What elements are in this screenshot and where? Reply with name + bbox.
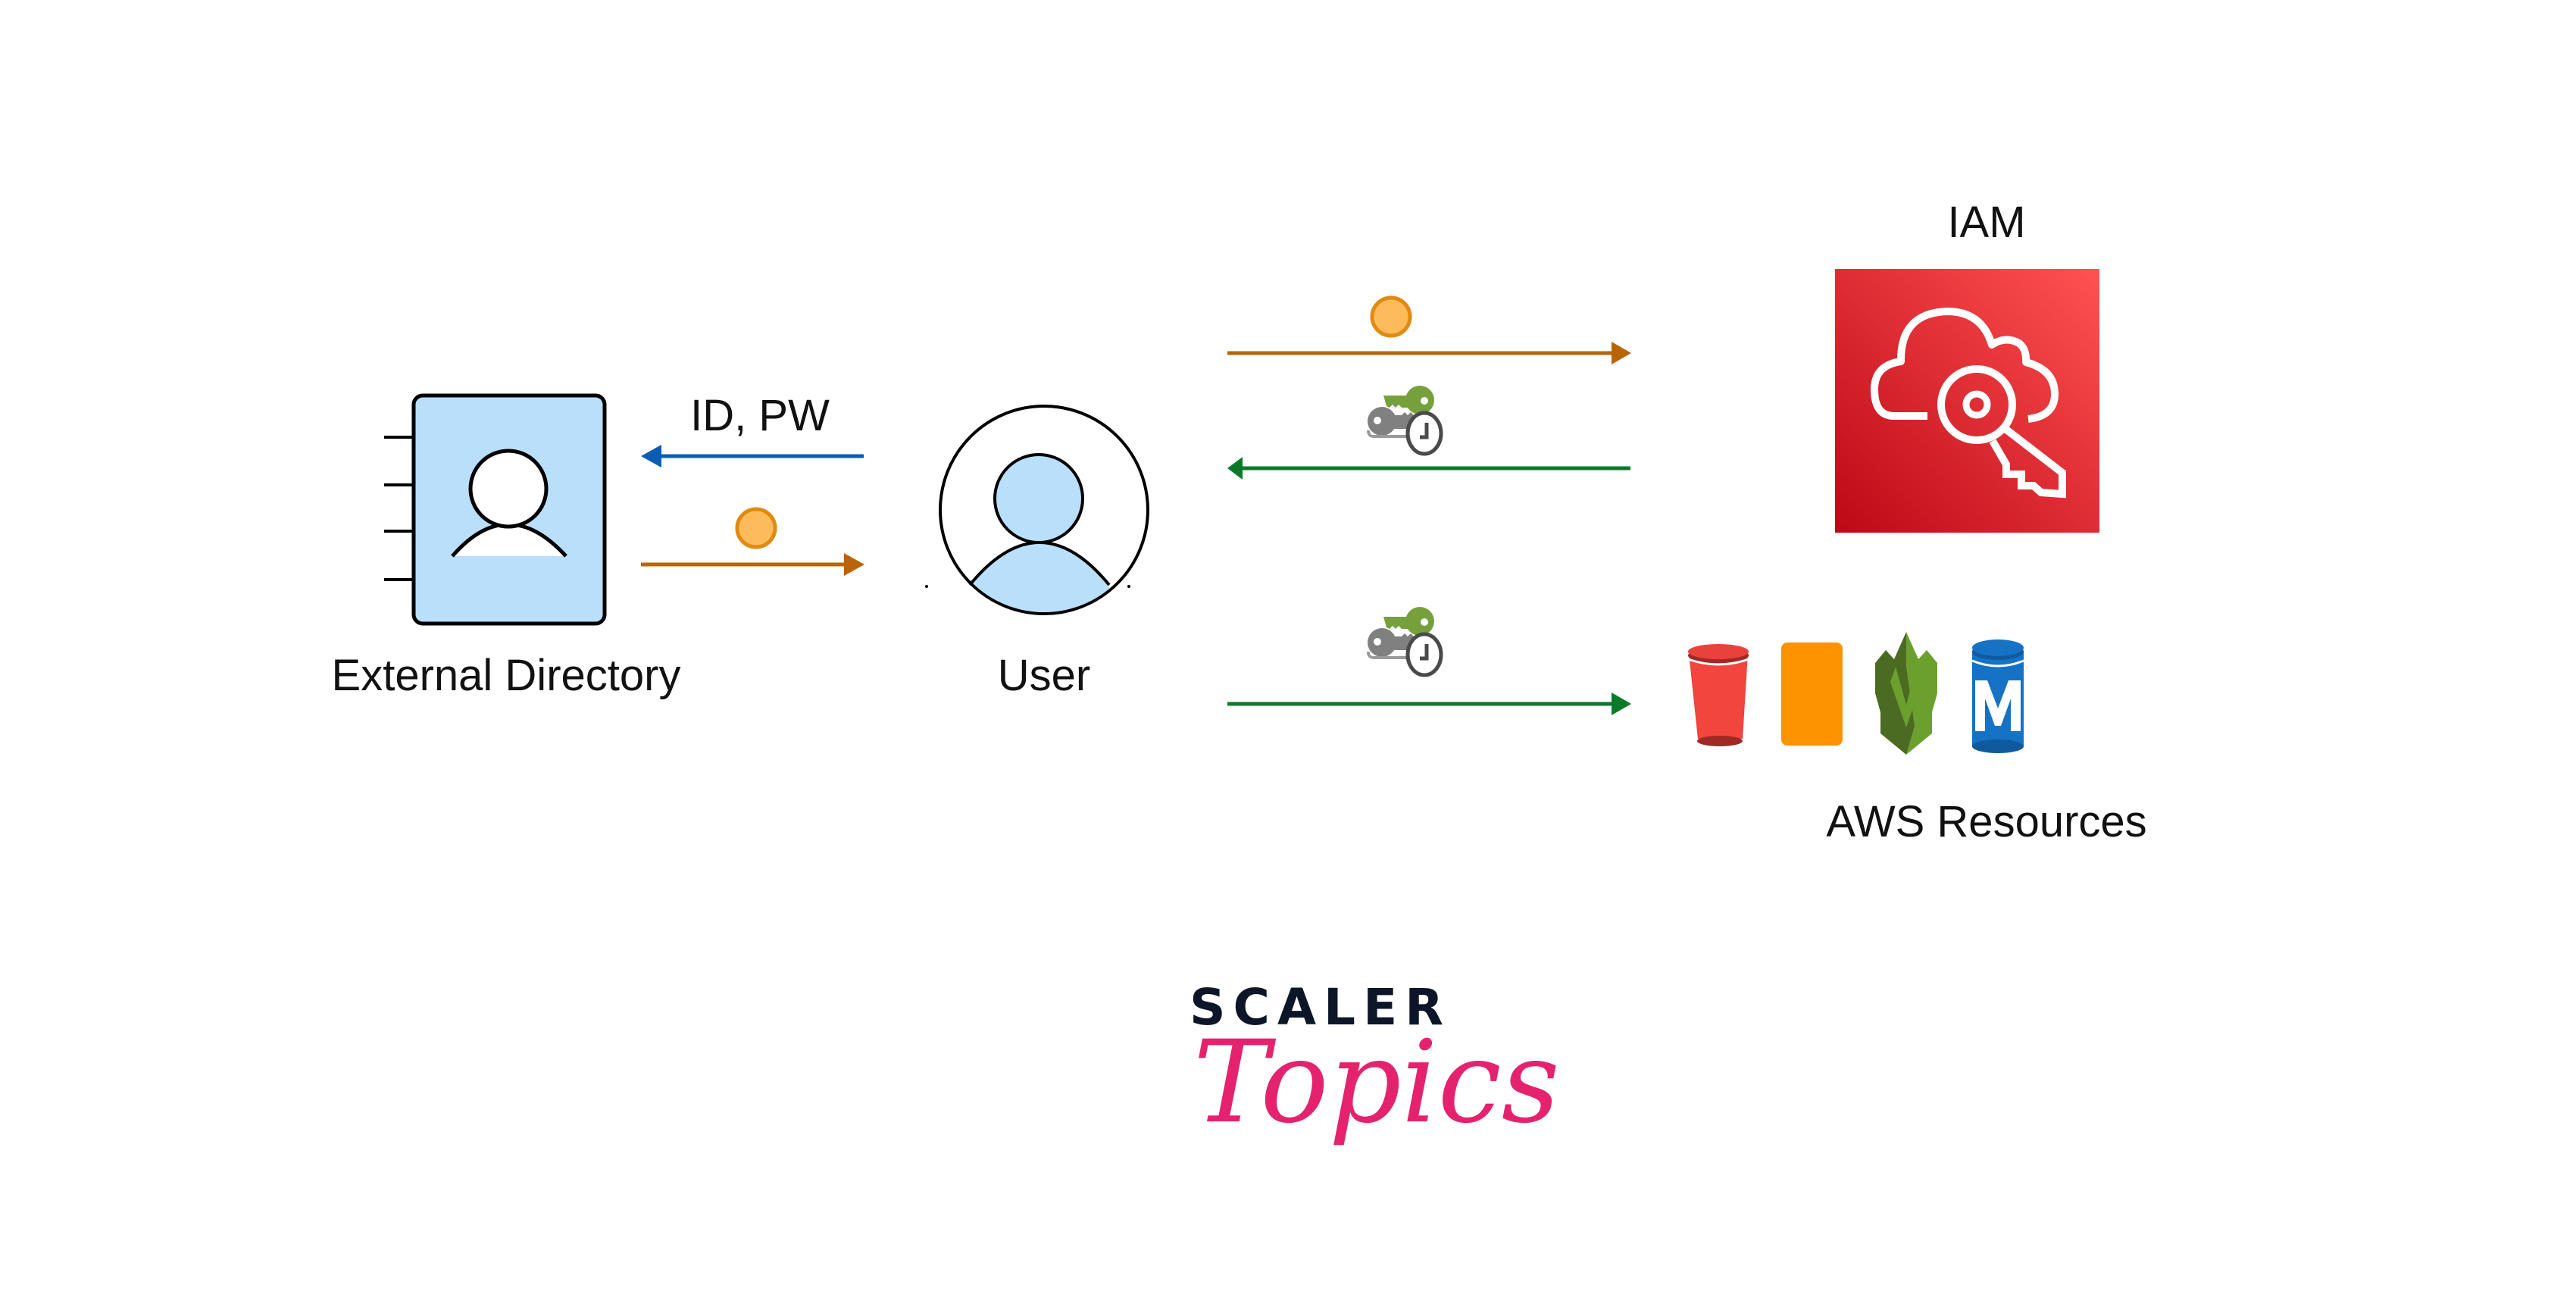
- edge-user-to-iam: [1227, 295, 1631, 364]
- s3-bucket-icon: [1687, 644, 1749, 746]
- arrowhead-left-icon: [641, 445, 661, 467]
- iam-node[interactable]: IAM: [1835, 198, 2099, 533]
- arrowhead-left-icon: [1227, 457, 1243, 480]
- saml-token-icon: [1370, 295, 1412, 338]
- scaler-topics-logo: SCALER Topics: [1190, 978, 1560, 1149]
- saml-token-icon: [735, 507, 777, 549]
- iam-cloud-key-icon: [1835, 269, 2099, 533]
- edge-directory-to-user: [641, 507, 864, 576]
- user-label: User: [998, 651, 1090, 700]
- aws-resources-label: AWS Resources: [1826, 797, 2146, 846]
- arrowhead-right-icon: [1612, 693, 1631, 715]
- directory-book-icon: [384, 393, 607, 626]
- aws-resources-node[interactable]: AWS Resources: [1687, 632, 2147, 846]
- user-node[interactable]: User: [925, 405, 1149, 700]
- logo-scaler-text: SCALER: [1190, 978, 1451, 1037]
- external-directory-node[interactable]: External Directory: [332, 393, 681, 700]
- iam-label: IAM: [1947, 198, 2025, 247]
- edge-user-to-resources: [1227, 607, 1631, 715]
- external-directory-label: External Directory: [332, 651, 681, 700]
- logo-topics-text: Topics: [1193, 1017, 1560, 1149]
- temporary-credentials-icon: [1367, 607, 1441, 675]
- arrowhead-right-icon: [1612, 342, 1631, 364]
- arrowhead-right-icon: [844, 553, 864, 576]
- rds-mysql-icon: [1971, 639, 2024, 753]
- edge-user-to-directory: ID, PW: [641, 391, 864, 467]
- credentials-label: ID, PW: [690, 391, 830, 440]
- ec2-instance-icon: [1781, 643, 1843, 746]
- guardduty-icon: [1875, 632, 1937, 755]
- edge-iam-to-user: [1227, 386, 1630, 480]
- temporary-credentials-icon: [1367, 386, 1441, 454]
- user-avatar-icon: [925, 405, 1149, 615]
